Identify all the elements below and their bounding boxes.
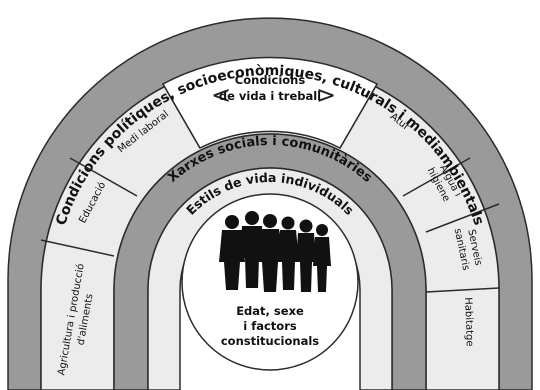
core-line1: Edat, sexe (236, 304, 304, 318)
living-conditions-segment (161, 56, 379, 149)
chevron-right-icon: > (316, 81, 336, 109)
chevron-left-icon: < (211, 81, 231, 109)
core-line3: constitucionals (221, 334, 319, 348)
living-conditions-line1: Condicions (235, 73, 306, 87)
people-silhouette-icon (219, 211, 331, 292)
core-line2: i factors (243, 319, 297, 333)
segment-label-habitatge: Habitatge (462, 297, 475, 347)
living-conditions-line2: de vida i treball (219, 89, 321, 103)
